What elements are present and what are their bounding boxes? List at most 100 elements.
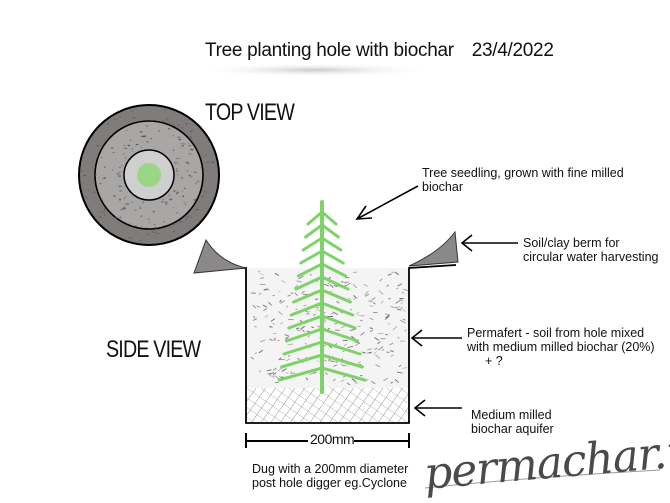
soil-speckle [397, 336, 400, 339]
soil-speckle [342, 364, 348, 367]
top-speckle [187, 162, 190, 165]
soil-speckle [301, 290, 305, 294]
top-speckle [134, 232, 138, 234]
soil-speckle [392, 326, 397, 331]
top-speckle [179, 220, 183, 223]
soil-speckle [294, 284, 299, 289]
soil-speckle [400, 306, 403, 310]
top-speckle [127, 144, 131, 147]
soil-speckle [390, 381, 393, 384]
soil-speckle [277, 367, 283, 372]
soil-speckle [327, 281, 331, 285]
soil-speckle [313, 371, 318, 375]
top-speckle [204, 154, 207, 156]
top-speckle [193, 171, 197, 174]
top-speckle [114, 217, 118, 219]
top-speckle [176, 170, 178, 173]
top-speckle [101, 199, 104, 201]
top-speckle [96, 144, 100, 147]
seedling-arrow [356, 185, 419, 220]
top-speckle [190, 130, 193, 133]
top-speckle [103, 177, 106, 180]
seedling-stroke [320, 314, 357, 330]
soil-speckle [375, 354, 381, 359]
top-speckle [172, 223, 175, 225]
soil-speckle [377, 341, 381, 345]
soil-speckle [333, 284, 337, 287]
top-speckle [211, 161, 215, 163]
top-speckle [169, 198, 173, 201]
top-speckle [102, 210, 106, 213]
soil-speckle [364, 293, 370, 297]
soil-speckle [258, 349, 263, 354]
side-view-drawing [193, 200, 459, 424]
soil-speckle [285, 305, 289, 308]
soil-speckle [378, 346, 384, 351]
top-speckle [181, 177, 184, 179]
top-speckle [151, 120, 153, 122]
soil-speckle [370, 329, 374, 333]
top-speckle [167, 194, 171, 196]
top-speckle [139, 207, 141, 209]
top-speckle [100, 156, 103, 158]
top-speckle [150, 137, 153, 140]
top-speckle [120, 164, 123, 166]
top-speckle [155, 235, 158, 237]
seedling-stroke [320, 327, 360, 343]
soil-speckle [252, 318, 257, 321]
soil-speckle [369, 352, 372, 354]
soil-speckle [404, 329, 407, 332]
soil-speckle [379, 278, 383, 282]
soil-speckle [394, 271, 399, 276]
top-speckle [156, 233, 160, 234]
top-speckle [173, 230, 176, 232]
soil-speckle [260, 277, 265, 279]
soil-speckle [400, 302, 404, 305]
seedling-arrowhead [355, 205, 373, 220]
seedling-stroke [284, 327, 324, 343]
soil-speckle [361, 351, 366, 355]
top-speckle [141, 225, 143, 227]
soil-speckle [331, 360, 338, 363]
seedling-stroke [320, 249, 345, 265]
top-speckle [115, 119, 117, 120]
soil-speckle [266, 369, 272, 372]
top-speckle [181, 190, 183, 192]
soil-speckle [258, 292, 262, 295]
top-speckle [118, 171, 121, 173]
soil-speckle [300, 325, 305, 331]
soil-speckle [346, 382, 351, 386]
top-speckle [123, 147, 128, 149]
soil-speckle [250, 291, 253, 295]
top-speckle [202, 171, 205, 173]
top-speckle [190, 176, 193, 178]
soil-speckle [387, 323, 391, 325]
soil-speckle [314, 298, 319, 300]
top-speckle [119, 216, 122, 219]
top-speckle [86, 197, 88, 199]
top-speckle [126, 203, 129, 205]
soil-speckle [385, 314, 390, 319]
soil-speckle [296, 329, 301, 332]
top-speckle [152, 210, 155, 213]
soil-speckle [399, 299, 404, 302]
soil-speckle [359, 363, 362, 366]
top-speckle [184, 202, 188, 204]
top-speckle [83, 174, 87, 177]
soil-speckle [272, 367, 277, 371]
top-speckle [138, 240, 141, 242]
soil-speckle [398, 364, 402, 368]
top-speckle [165, 202, 169, 204]
soil-speckle [329, 284, 334, 288]
top-speckle [112, 152, 116, 153]
soil-speckle [287, 294, 291, 297]
top-speckle [103, 214, 106, 216]
top-speckle [122, 207, 126, 210]
soil-speckle [369, 327, 374, 330]
soil-speckle [386, 284, 390, 287]
soil-speckle [328, 360, 334, 362]
seedling-stroke [306, 210, 324, 226]
soil-speckle [284, 336, 290, 340]
